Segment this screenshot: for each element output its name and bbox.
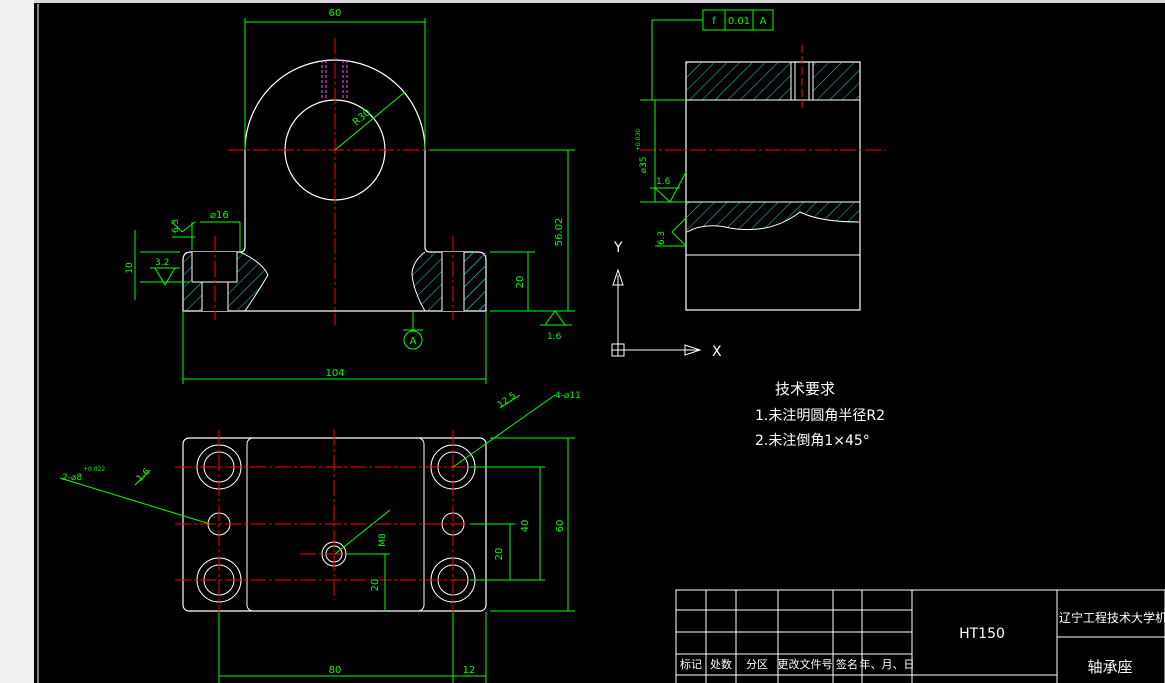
title-col-date: 年、月、日 [860,657,915,671]
dim-radius: R30 [351,107,373,128]
top-hole-roughness: 12.5 [496,391,518,411]
side-view[interactable]: f 0.01 A ⌀35 +0.030 1.6 6.3 [635,9,885,311]
notes-title: 技术要求 [775,380,835,398]
dim-base-height: 20 [515,276,526,289]
title-col-zone: 分区 [746,658,768,671]
dim-top-60: 60 [555,520,566,533]
gdt-datum: A [760,16,767,27]
title-col-sign: 签名 [836,657,858,671]
roughness-top: 6.3 [171,219,181,233]
dim-top-12: 12 [463,665,476,676]
title-col-count: 处数 [710,658,732,671]
dim-top-40: 40 [520,520,531,533]
dim-bolt-hole: ⌀16 [210,210,229,221]
top-pin-note: 2-⌀8 [62,473,82,483]
dim-front-height: 56.02 [554,218,565,247]
front-view[interactable]: 60 104 56.02 20 R30 ⌀16 6.3 3.2 10 1.6 A [125,8,575,384]
dim-bore: ⌀35 [639,157,649,174]
dim-top-20b: 20 [370,579,381,592]
top-thread-note: M8 [378,533,388,547]
top-view[interactable]: 4-⌀11 12.5 2-⌀8 +0.022 1.6 M8 60 40 20 2… [59,391,581,683]
title-part-name: 轴承座 [1087,658,1132,676]
dim-top-80: 80 [329,665,342,676]
dim-front-width: 60 [329,8,342,19]
technical-notes[interactable]: 技术要求 1.未注明圆角半径R2 2.未注倒角1×45° [755,380,885,449]
dim-top-20a: 20 [494,548,505,561]
dim-counterbore-depth: 10 [125,262,135,274]
top-edge-bar [0,0,1165,3]
roughness-base: 1.6 [547,332,562,342]
title-material: HT150 [959,626,1005,642]
title-col-mark: 标记 [680,657,702,671]
gdt-symbol: f [712,16,716,27]
roughness-side: 3.2 [155,258,169,268]
title-school: 辽宁工程技术大学机械工 [1059,610,1165,625]
dim-bore-tol: +0.030 [635,129,642,151]
side-outline [685,61,861,311]
top-pin-roughness: 1.6 [135,467,152,484]
top-hole-note: 4-⌀11 [555,391,581,401]
dim-overall-length: 104 [325,368,344,379]
roughness-side-view: 6.3 [657,231,667,245]
datum-a: A [410,336,417,347]
left-edge-bar [0,0,34,683]
roughness-bore: 1.6 [656,177,671,187]
title-col-change: 更改文件号 [778,657,833,671]
ucs-x-label: X [712,344,722,360]
gdt-value: 0.01 [728,16,750,27]
notes-line-1: 1.未注明圆角半径R2 [755,408,885,424]
notes-line-2: 2.未注倒角1×45° [755,433,870,449]
ucs-y-label: Y [613,240,623,256]
top-pin-tol: +0.022 [83,466,105,473]
ucs-icon [611,268,702,357]
title-block[interactable] [675,589,1165,683]
